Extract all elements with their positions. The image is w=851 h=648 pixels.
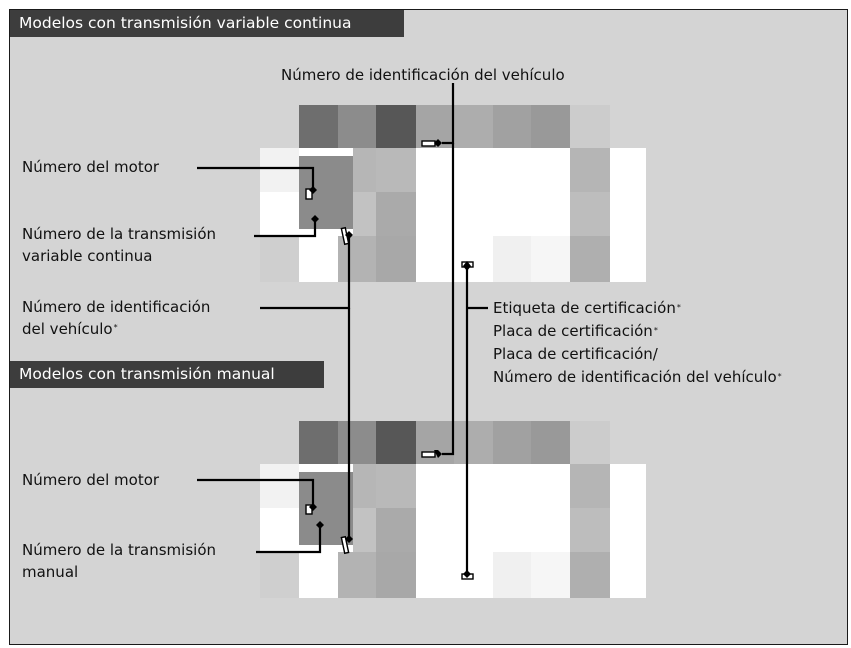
label-engine-number-cvt: Número del motor xyxy=(22,158,160,176)
label-manual-transmission-number: Número de la transmisión manual xyxy=(22,541,217,581)
label-vin-frame: Número de identificación del vehículo* xyxy=(22,298,211,338)
label-cvt-transmission-number: Número de la transmisión variable contin… xyxy=(22,225,217,265)
leader-lines xyxy=(197,83,488,580)
label-cert-plate: Placa de certificación xyxy=(493,322,653,340)
diagram-panel: Modelos con transmisión variable continu… xyxy=(9,9,848,645)
label-certification-group: Etiqueta de certificación* Placa de cert… xyxy=(493,299,782,386)
header-manual-models: Modelos con transmisión manual xyxy=(10,361,324,388)
label-cert-label: Etiqueta de certificación xyxy=(493,299,676,317)
label-engine-number-manual: Número del motor xyxy=(22,471,160,489)
label-vin-top: Número de identificación del vehículo xyxy=(281,66,565,84)
asterisk-note: * xyxy=(113,323,118,332)
header-cvt-models: Modelos con transmisión variable continu… xyxy=(10,10,404,37)
label-cert-plate-vin: Placa de certificación/ xyxy=(493,345,658,363)
